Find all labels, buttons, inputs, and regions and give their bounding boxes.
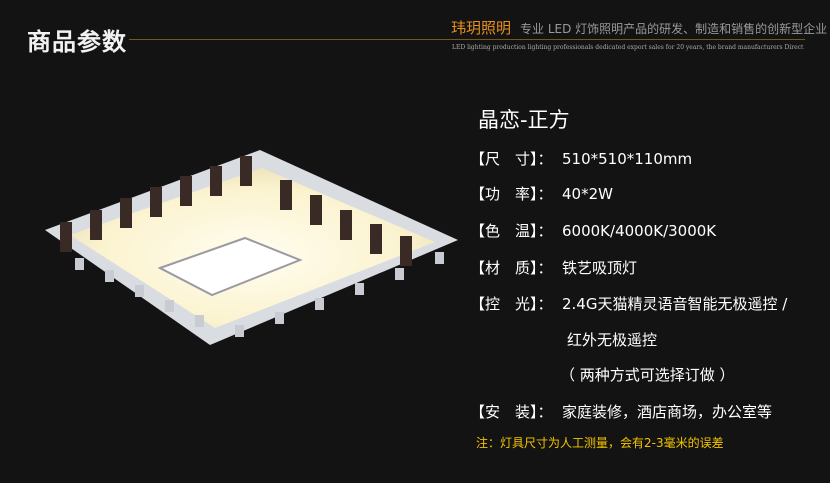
spec-label: 【安 装】： (470, 403, 553, 421)
measurement-note: 注：灯具尺寸为人工测量，会有2-3毫米的误差 (476, 436, 724, 450)
spec-row-control: 【控 光】： 2.4G天猫精灵语音智能无极遥控 / (470, 293, 787, 314)
page-title: 商品参数 (27, 28, 127, 56)
brand-subtitle: LED lighting production lighting profess… (452, 44, 804, 51)
spec-label: 【材 质】： (470, 259, 553, 277)
spec-control-extra: 红外无极遥控 (567, 331, 658, 349)
spec-label: 【色 温】： (470, 222, 553, 240)
spec-value: 2.4G天猫精灵语音智能无极遥控 / (562, 295, 788, 313)
spec-value: 40*2W (562, 185, 613, 203)
spec-label: 【控 光】： (470, 295, 553, 313)
spec-label: 【尺 寸】： (470, 150, 553, 168)
spec-value: 铁艺吸顶灯 (562, 259, 638, 277)
ceiling-lamp-image (45, 150, 458, 345)
spec-value: 510*510*110mm (562, 150, 693, 168)
spec-label: 【功 率】： (470, 185, 553, 203)
brand-slogan: 专业 LED 灯饰照明产品的研发、制造和销售的创新型企业 (520, 22, 828, 36)
spec-row-material: 【材 质】： 铁艺吸顶灯 (470, 257, 637, 278)
product-name: 晶恋-正方 (478, 108, 570, 132)
spec-row-size: 【尺 寸】： 510*510*110mm (470, 148, 692, 169)
spec-row-power: 【功 率】： 40*2W (470, 183, 613, 204)
spec-row-color-temp: 【色 温】： 6000K/4000K/3000K (470, 220, 716, 241)
spec-row-install: 【安 装】： 家庭装修，酒店商场，办公室等 (470, 401, 772, 422)
spec-value: 6000K/4000K/3000K (562, 222, 717, 240)
spec-control-note: （ 两种方式可选择订做 ） (560, 366, 735, 384)
brand-name: 玮玥照明 (451, 19, 512, 37)
header-divider (129, 39, 805, 40)
spec-value: 家庭装修，酒店商场，办公室等 (562, 403, 773, 421)
